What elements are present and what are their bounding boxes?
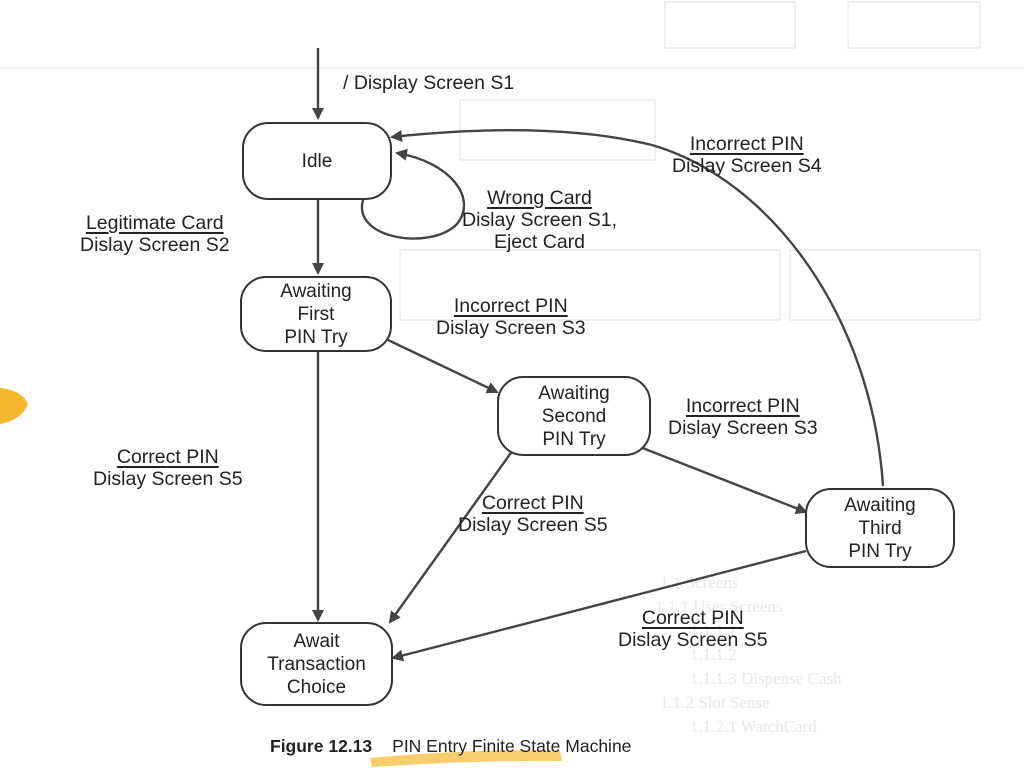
highlighter-mark-left [0, 388, 28, 424]
incorrect-pin-action-2: Dislay Screen S3 [668, 417, 818, 439]
figure-title: PIN Entry Finite State Machine [392, 736, 632, 756]
svg-text:1.1.1.1: 1.1.1.1 [690, 621, 737, 640]
wrong-card-self-loop-arrow [361, 148, 466, 240]
svg-text:1.1.1.2: 1.1.1.2 [690, 645, 737, 664]
incorrect-pin-arrow-1 [387, 338, 499, 394]
correct-pin-action-3: Dislay Screen S5 [618, 629, 768, 651]
legit-card-label: Legitimate Card Dislay Screen S2 [80, 212, 230, 256]
incorrect-pin-arrow-3 [390, 128, 885, 487]
wrong-card-action: Dislay Screen S1, Eject Card [462, 209, 617, 253]
svg-text:1.1 Screens: 1.1 Screens [660, 573, 738, 592]
incorrect-pin-event-2: Incorrect PIN [685, 395, 800, 417]
highlighter-mark-caption [370, 750, 562, 767]
bleed-through-background: 1.1 Screens 1.1.1 User Screens 1.1.1.1 1… [0, 1, 1024, 736]
state-awaiting-first-pin-try: Awaiting First PIN Try [240, 276, 392, 352]
correct-pin-event-2: Correct PIN [481, 492, 584, 514]
wrong-card-event: Wrong Card [487, 187, 592, 209]
correct-pin-action-1: Dislay Screen S5 [93, 468, 243, 490]
legit-card-action: Dislay Screen S2 [80, 234, 230, 256]
svg-text:1.1.2 Slot Sense: 1.1.2 Slot Sense [660, 693, 770, 712]
state-awaiting-third-pin-try: Awaiting Third PIN Try [805, 488, 955, 568]
incorrect-pin-label-1: Incorrect PIN Dislay Screen S3 [436, 295, 586, 339]
figure-number: Figure 12.13 [270, 736, 373, 756]
svg-text:1.1.1.3 Dispense Cash: 1.1.1.3 Dispense Cash [690, 669, 842, 688]
correct-pin-label-2: Correct PIN Dislay Screen S5 [458, 492, 608, 536]
state-awaiting-second-pin-try: Awaiting Second PIN Try [497, 376, 651, 456]
incorrect-pin-event-3: Incorrect PIN [689, 133, 804, 155]
correct-pin-arrow-3 [391, 549, 807, 662]
incorrect-pin-arrow-2 [639, 445, 808, 514]
correct-pin-arrow-2 [388, 449, 514, 624]
state-idle: Idle [242, 122, 392, 200]
incorrect-pin-label-2: Incorrect PIN Dislay Screen S3 [668, 395, 818, 439]
incorrect-pin-event-1: Incorrect PIN [453, 295, 568, 317]
incorrect-pin-label-3: Incorrect PIN Dislay Screen S4 [672, 133, 822, 177]
legit-card-event: Legitimate Card [85, 212, 224, 234]
incorrect-pin-action-1: Dislay Screen S3 [436, 317, 586, 339]
figure-caption: Figure 12.13 PIN Entry Finite State Machi… [270, 736, 631, 757]
correct-pin-label-3: Correct PIN Dislay Screen S5 [618, 607, 768, 651]
correct-pin-action-2: Dislay Screen S5 [458, 514, 608, 536]
correct-pin-event-3: Correct PIN [641, 607, 744, 629]
incorrect-pin-action-3: Dislay Screen S4 [672, 155, 822, 177]
wrong-card-label: Wrong Card Dislay Screen S1, Eject Card [462, 187, 617, 253]
svg-text:1.1.1 User Screens: 1.1.1 User Screens [655, 597, 782, 616]
svg-text:1.1.2.1 WatchCard: 1.1.2.1 WatchCard [690, 717, 817, 736]
correct-pin-label-1: Correct PIN Dislay Screen S5 [93, 446, 243, 490]
initial-action-label: / Display Screen S1 [343, 72, 515, 94]
correct-pin-event-1: Correct PIN [116, 446, 219, 468]
state-await-transaction-choice: Await Transaction Choice [240, 622, 393, 706]
